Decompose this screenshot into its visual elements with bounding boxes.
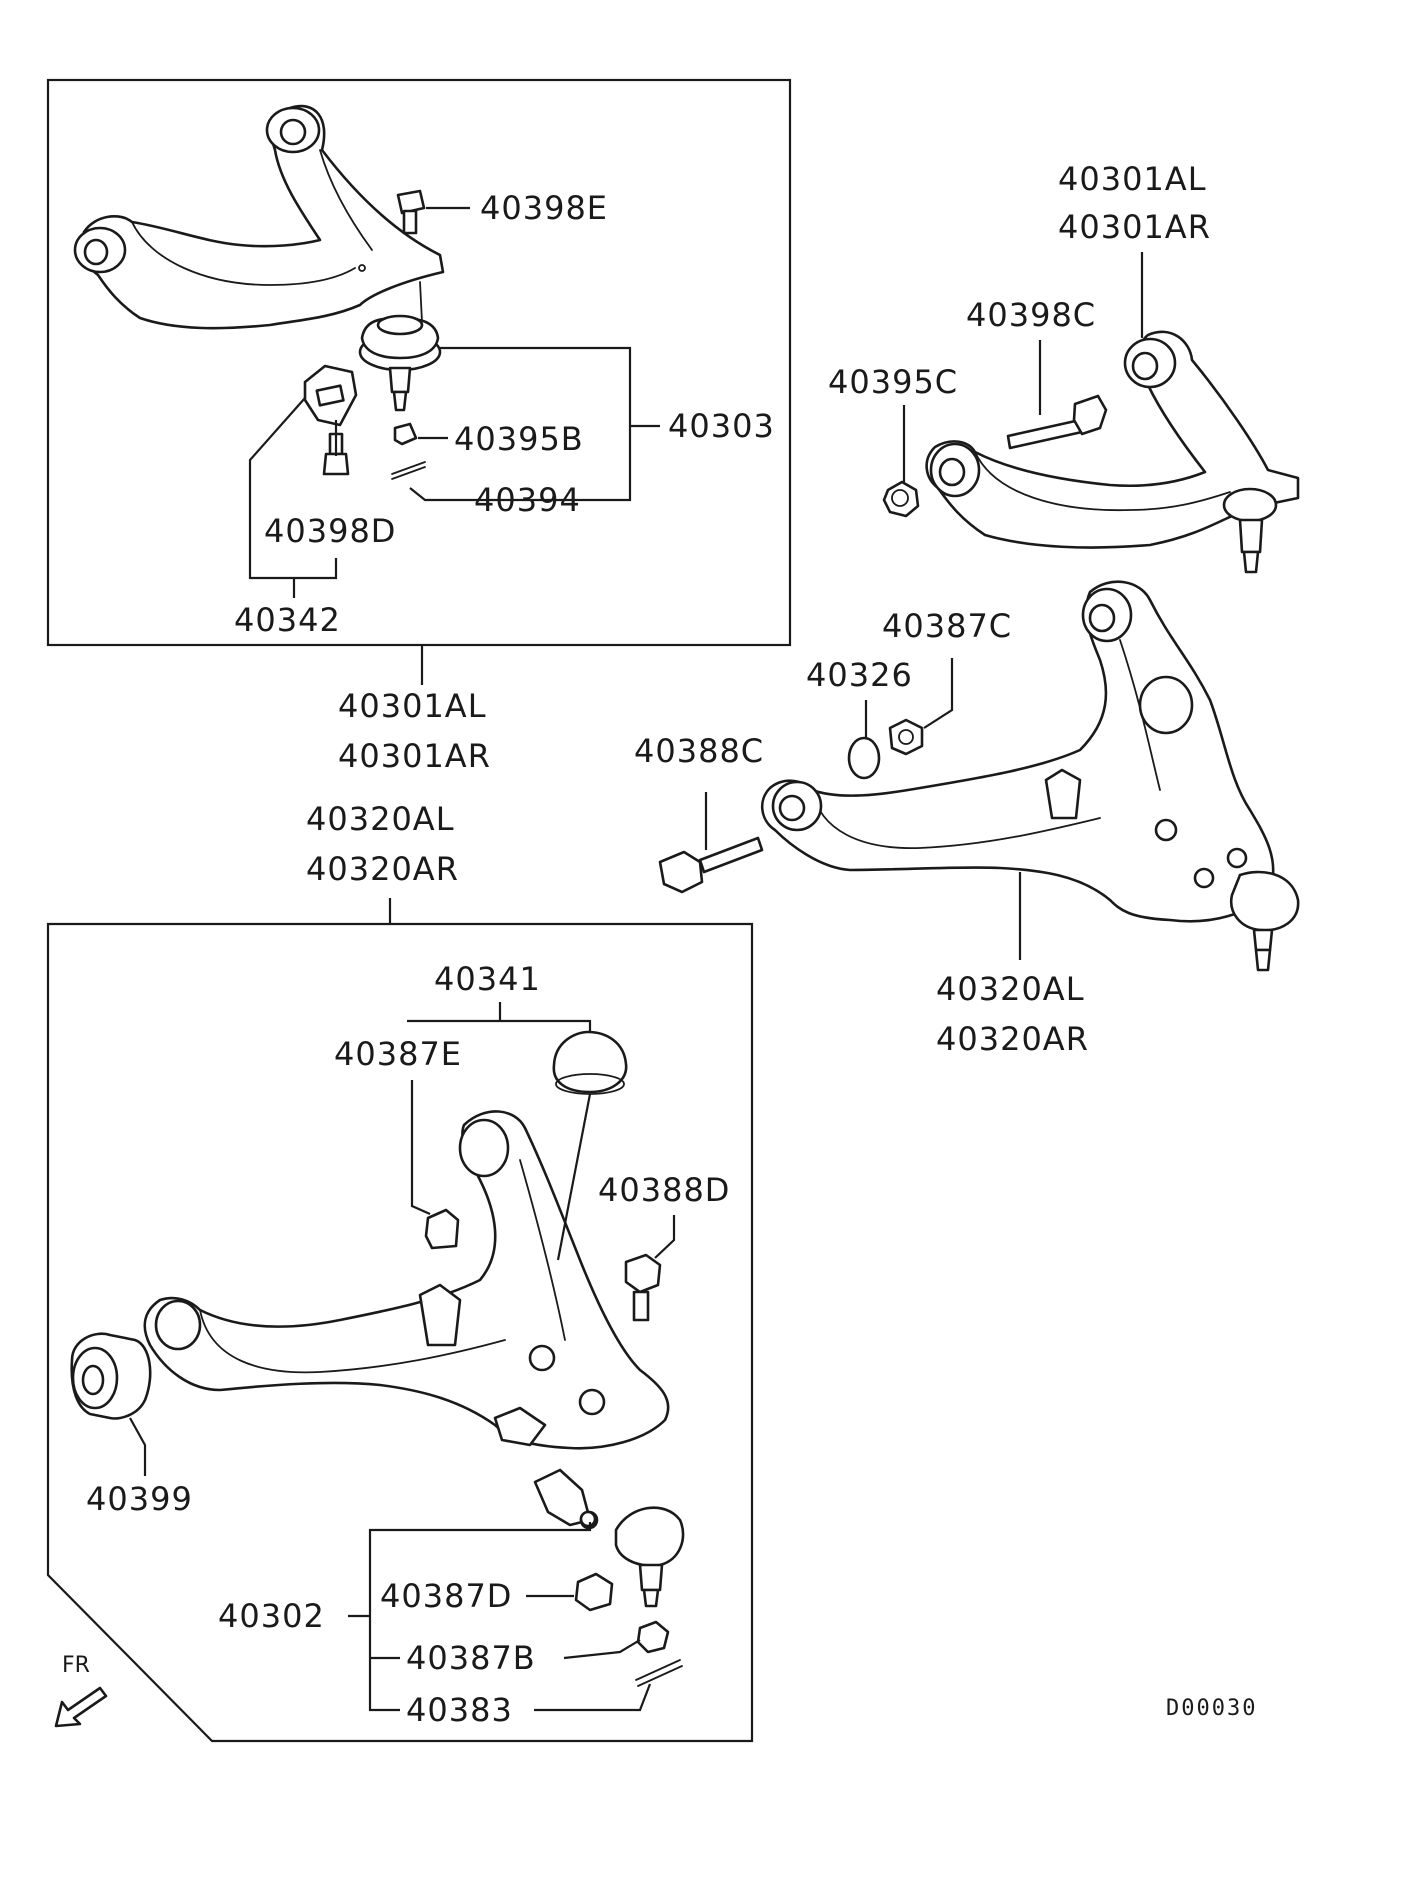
bracket-40342-drawing: [303, 364, 358, 427]
cotter-pin-40394-drawing: [391, 461, 426, 480]
callout-40394: 40394: [474, 481, 581, 519]
callout-40387D: 40387D: [380, 1577, 512, 1615]
callout-40342: 40342: [234, 601, 341, 639]
bolt-40398C-drawing: [1006, 394, 1108, 450]
assembly-label-40301AR: 40301AR: [338, 737, 491, 775]
callout-40387E: 40387E: [334, 1035, 462, 1073]
nut-40395C-drawing: [882, 480, 920, 518]
upper-arm-box-frame: [46, 78, 792, 647]
callout-40302: 40302: [218, 1597, 325, 1635]
callout-40326: 40326: [806, 656, 913, 694]
diagram-code: D00030: [1166, 1696, 1257, 1721]
callout-40303: 40303: [668, 407, 775, 445]
front-arrow-icon: [54, 1686, 108, 1728]
bolt-40388C-drawing: [658, 836, 764, 894]
lower-control-arm-right-drawing: [761, 580, 1300, 972]
upper-control-arm-right-drawing: [925, 330, 1300, 574]
washer-40326-drawing: [847, 736, 881, 780]
assembly-label-40301AL: 40301AL: [338, 687, 487, 725]
nut-40387C-drawing: [888, 718, 924, 756]
upper-arm-exploded: 40301AL 40301AR 40398C 40395C: [828, 160, 1300, 574]
upper-control-arm-drawing: [73, 104, 445, 330]
callout-40395C: 40395C: [828, 363, 958, 401]
callout-40341: 40341: [434, 960, 541, 998]
callout-40399: 40399: [86, 1480, 193, 1518]
bolt-40388D-drawing: [624, 1253, 662, 1322]
ball-joint-40303-drawing: [358, 314, 442, 412]
callout-40388D: 40388D: [598, 1171, 730, 1209]
assembly-label-40320AL: 40320AL: [306, 800, 455, 838]
nut-40387E-drawing: [424, 1208, 460, 1250]
bolt-40398E-drawing: [396, 189, 426, 235]
lower-arm-exploded: 40387C 40326 40388C 40320AL 40320AR: [634, 580, 1300, 1058]
assembly-label-40320AR-right: 40320AR: [936, 1020, 1089, 1058]
callout-40398E: 40398E: [480, 189, 608, 227]
bolt-40398D-drawing: [322, 432, 350, 476]
upper-box-leaders: [248, 206, 660, 685]
assembly-label-40320AR: 40320AR: [306, 850, 459, 888]
ball-joint-40302-drawing: [579, 1506, 685, 1608]
assembly-label-40301AR-right: 40301AR: [1058, 208, 1211, 246]
lower-arm-box-frame: [46, 922, 754, 1743]
boot-40341-drawing: [552, 1030, 628, 1095]
callout-40383: 40383: [406, 1691, 513, 1729]
nut-40387B-drawing: [636, 1620, 670, 1654]
front-direction-label: FR: [62, 1653, 90, 1678]
upper-arm-exploded-leaders: [902, 252, 1144, 482]
nut-40387D-drawing: [574, 1572, 614, 1612]
upper-arm-box: 40398E 40303 40395B 40394 40398D 40342: [46, 78, 792, 685]
callout-40387C: 40387C: [882, 607, 1012, 645]
callout-40398C: 40398C: [966, 296, 1096, 334]
lower-arm-box: 40341 40387E 40388D 40399 40302 40387D 4…: [46, 922, 754, 1743]
lower-box-leaders: [129, 1002, 676, 1712]
assembly-label-40301AL-right: 40301AL: [1058, 160, 1207, 198]
lower-control-arm-drawing: [143, 1110, 670, 1530]
nut-40395B-drawing: [393, 422, 418, 446]
callout-40395B: 40395B: [454, 420, 584, 458]
bushing-40399-drawing: [70, 1332, 152, 1420]
front-direction-marker: FR: [54, 1653, 108, 1728]
lower-arm-exploded-leaders: [704, 658, 1022, 960]
cotter-pin-40383-drawing: [635, 1659, 683, 1687]
callout-40387B: 40387B: [406, 1639, 536, 1677]
callout-40388C: 40388C: [634, 732, 764, 770]
assembly-label-40320AL-right: 40320AL: [936, 970, 1085, 1008]
callout-40398D: 40398D: [264, 512, 396, 550]
